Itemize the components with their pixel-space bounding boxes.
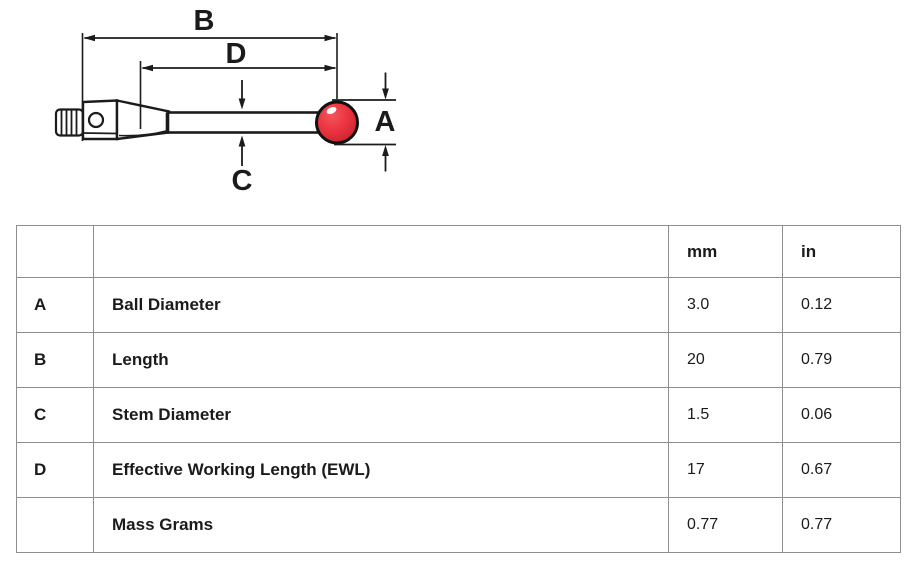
row-a-ref: A bbox=[16, 277, 94, 333]
table-row-mass: Mass Grams 0.77 0.77 bbox=[16, 497, 901, 553]
row-b-name: Length bbox=[93, 332, 669, 388]
arrowhead-left-icon bbox=[141, 64, 153, 72]
row-a-mm: 3.0 bbox=[668, 277, 783, 333]
header-ref-cell bbox=[16, 225, 94, 278]
table-row-c: C Stem Diameter 1.5 0.06 bbox=[16, 387, 901, 443]
stylus-dimension-drawing: B D C A bbox=[54, 5, 396, 197]
dimension-c: C bbox=[232, 80, 253, 197]
row-d-name: Effective Working Length (EWL) bbox=[93, 442, 669, 498]
dimension-d: D bbox=[139, 38, 336, 129]
arrowhead-up-icon bbox=[238, 135, 246, 147]
row-d-ref: D bbox=[16, 442, 94, 498]
table-row-b: B Length 20 0.79 bbox=[16, 332, 901, 388]
holder-body-icon bbox=[81, 99, 119, 141]
thread-section-icon bbox=[54, 108, 85, 137]
table-row-d: D Effective Working Length (EWL) 17 0.67 bbox=[16, 442, 901, 498]
arrowhead-left-icon bbox=[83, 34, 95, 42]
row-c-name: Stem Diameter bbox=[93, 387, 669, 443]
dim-label-b: B bbox=[194, 5, 215, 37]
row-mass-in: 0.77 bbox=[782, 497, 901, 553]
arrowhead-down-icon bbox=[238, 98, 246, 110]
ruby-ball-icon bbox=[315, 100, 359, 145]
stem-icon bbox=[166, 111, 320, 134]
header-in: in bbox=[782, 225, 901, 278]
row-b-in: 0.79 bbox=[782, 332, 901, 388]
row-d-in: 0.67 bbox=[782, 442, 901, 498]
header-name-cell bbox=[93, 225, 669, 278]
row-c-in: 0.06 bbox=[782, 387, 901, 443]
row-b-ref: B bbox=[16, 332, 94, 388]
dim-label-c: C bbox=[232, 165, 253, 197]
dim-label-d: D bbox=[226, 38, 247, 70]
table-row-a: A Ball Diameter 3.0 0.12 bbox=[16, 277, 901, 333]
dimension-b: B bbox=[81, 5, 338, 141]
row-c-mm: 1.5 bbox=[668, 387, 783, 443]
row-mass-name: Mass Grams bbox=[93, 497, 669, 553]
ball-highlight bbox=[326, 107, 337, 114]
dimension-a: A bbox=[332, 72, 396, 172]
header-mm: mm bbox=[668, 225, 783, 278]
dim-label-a: A bbox=[375, 106, 396, 138]
arrowhead-right-icon bbox=[324, 64, 336, 72]
row-mass-ref bbox=[16, 497, 94, 553]
taper-cone-icon bbox=[115, 99, 171, 141]
row-c-ref: C bbox=[16, 387, 94, 443]
arrowhead-down-icon bbox=[382, 88, 389, 100]
spec-table: mm in A Ball Diameter 3.0 0.12 B Length … bbox=[16, 225, 901, 553]
arrowhead-up-icon bbox=[382, 145, 389, 156]
mounting-hole-icon bbox=[87, 111, 105, 129]
table-header-row: mm in bbox=[16, 225, 901, 278]
row-a-name: Ball Diameter bbox=[93, 277, 669, 333]
row-d-mm: 17 bbox=[668, 442, 783, 498]
row-mass-mm: 0.77 bbox=[668, 497, 783, 553]
row-b-mm: 20 bbox=[668, 332, 783, 388]
arrowhead-right-icon bbox=[324, 34, 336, 42]
row-a-in: 0.12 bbox=[782, 277, 901, 333]
